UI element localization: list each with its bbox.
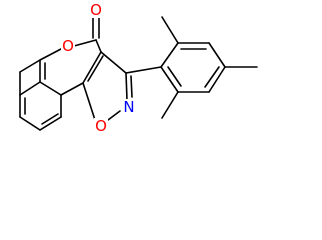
bond-c4-o1 [73,39,97,47]
bond-c9b-c3a-inner [87,55,104,82]
atom-o-carbonyl: O [90,1,102,19]
bond-mes-6 [160,66,179,93]
bond-mes-6-inner [167,66,182,87]
bond-c3-n-inner [130,75,133,98]
atom-bg-n-isoxazole [122,99,136,115]
bond-n-o [107,110,121,121]
bond-benzo-5 [39,116,62,131]
bond-c3-n [125,72,128,101]
atom-o-isoxazole: O [95,117,107,135]
bond-o-c9b [82,82,96,121]
bond-benzo-4 [19,116,41,131]
atom-o-ring: O [62,37,74,55]
atom-bg-o-isoxazole [94,118,108,134]
bond-mes-1 [160,42,179,68]
bond-mes-4-inner [204,66,220,88]
atom-labels: O O N O [61,1,136,135]
atom-n-isoxazole: N [123,98,134,116]
bond-mes-3 [208,42,226,68]
bond-o1-c8a [39,48,62,61]
chemical-structure: O O N O [19,1,258,135]
bond-c4-c3a [95,39,102,53]
atom-bg-o-ring [61,38,75,54]
bond-benzo-2 [19,81,41,96]
bonds [19,16,258,131]
bond-mes-4 [208,66,226,93]
bond-c9b-c8a [60,82,84,96]
bond-methyl-ortho-bottom [161,91,179,119]
atom-bg-o-carbonyl [89,2,103,18]
bond-c9b-c3a [82,51,102,84]
bond-methyl-ortho-top [161,16,179,44]
bond-benzo-7 [39,81,62,96]
bond-benzo-5-inner [41,113,59,125]
bond-benzo-top [19,59,41,73]
bond-c3a-c3 [100,51,127,74]
bond-c3-aryl [125,66,162,74]
